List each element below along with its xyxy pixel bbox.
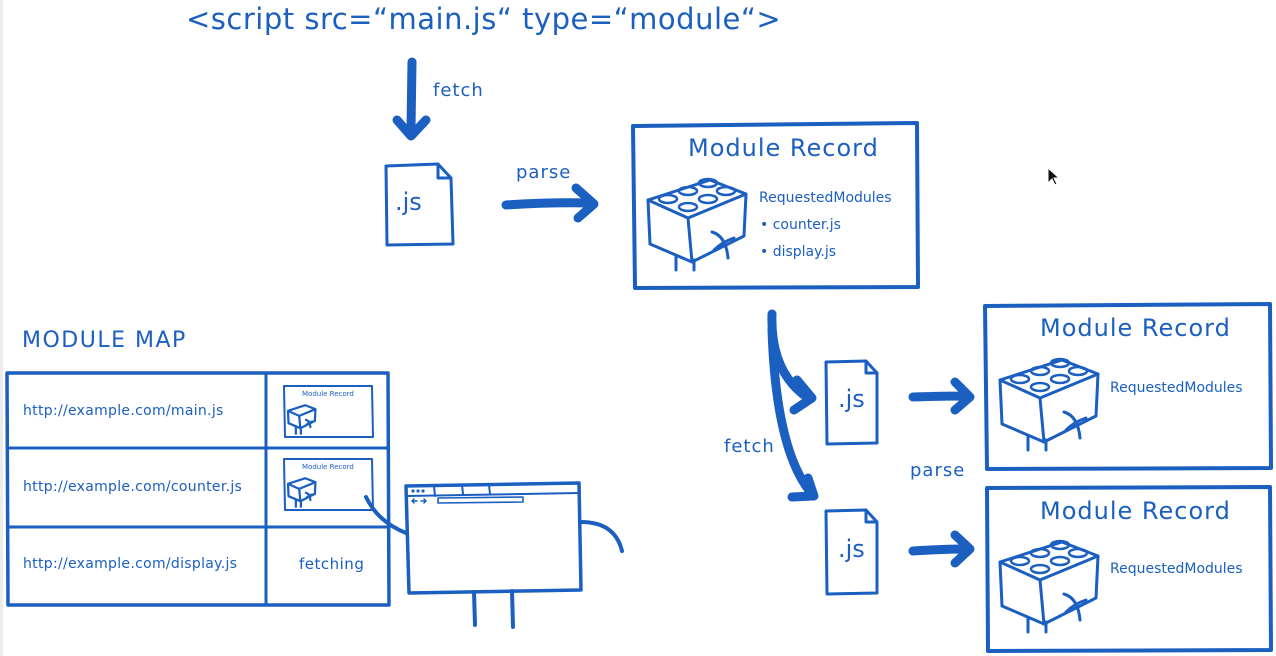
requested-module-item: • counter.js: [760, 217, 841, 233]
requested-modules-label: RequestedModules: [1110, 380, 1243, 396]
module-map-url: http://example.com/counter.js: [23, 479, 243, 495]
js-file-icon-main: [384, 162, 455, 247]
parse-arrow-display: [908, 530, 975, 568]
fetch-label: fetch: [433, 80, 484, 101]
parse-arrow-counter: [908, 377, 975, 415]
mouse-cursor-icon: [1047, 167, 1061, 186]
browser-arms-and-legs: [364, 495, 624, 629]
browser-window-icon: [404, 481, 583, 595]
js-file-icon-display: [824, 508, 879, 596]
mini-module-record-title: Module Record: [302, 390, 354, 398]
js-file-label: .js: [838, 535, 865, 563]
js-file-label: .js: [395, 188, 422, 216]
module-map-heading: MODULE MAP: [22, 328, 187, 353]
fetch-label-branch: fetch: [724, 436, 775, 457]
module-map-url: http://example.com/main.js: [23, 403, 224, 419]
module-record-box-counter: [983, 302, 1273, 471]
mini-module-record-main: [283, 385, 374, 438]
fetch-arrow-down: [392, 57, 431, 141]
module-record-title: Module Record: [1040, 314, 1231, 342]
script-tag-code: <script src=“main.js“ type=“module“>: [186, 2, 782, 36]
js-file-icon-counter: [824, 359, 879, 446]
parse-arrow-right: [501, 183, 599, 223]
parse-label-branch: parse: [910, 460, 966, 481]
js-file-label: .js: [838, 385, 865, 413]
module-map-url: http://example.com/display.js: [23, 556, 238, 572]
module-record-title: Module Record: [688, 134, 879, 162]
module-map-fetching-status: fetching: [299, 555, 365, 573]
lego-brick-icon: [646, 177, 748, 272]
requested-modules-label: RequestedModules: [1110, 561, 1243, 577]
module-map-table: [5, 371, 391, 607]
requested-modules-label: RequestedModules: [759, 190, 892, 206]
lego-brick-icon-display: [998, 539, 1100, 634]
module-record-title: Module Record: [1040, 497, 1231, 525]
requested-module-item: • display.js: [760, 244, 837, 260]
lego-brick-icon-counter: [998, 357, 1100, 452]
mini-module-record-title: Module Record: [302, 463, 354, 471]
module-record-box-main: [631, 121, 920, 290]
parse-label: parse: [516, 162, 572, 183]
module-record-box-display: [985, 485, 1273, 653]
left-edge-strip: [0, 0, 3, 656]
fetch-arrow-branch: [767, 309, 819, 502]
